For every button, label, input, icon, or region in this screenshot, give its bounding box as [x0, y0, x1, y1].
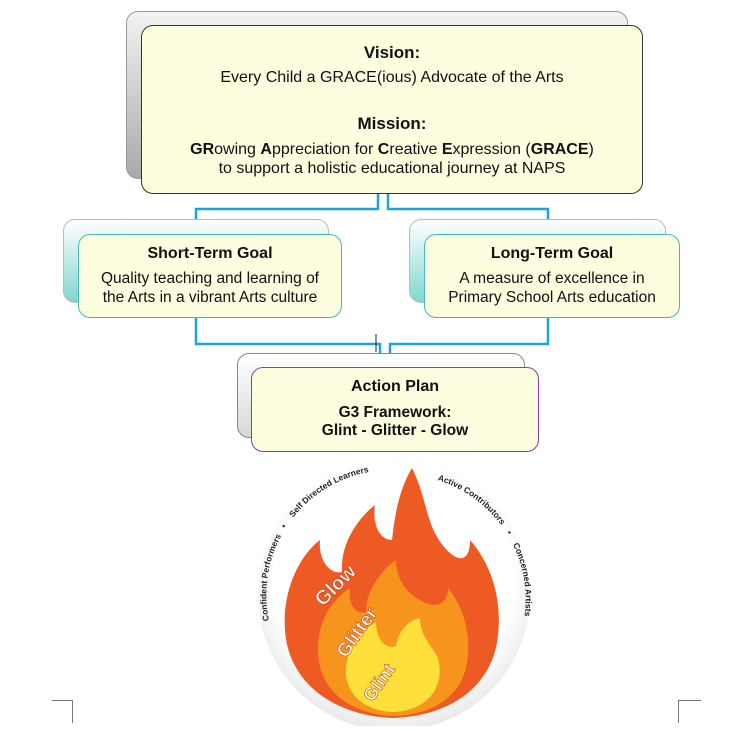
action-plan-heading: Action Plan [350, 378, 439, 395]
long-term-goal-card: Long-Term Goal A measure of excellence i… [424, 234, 680, 318]
flame-inner [345, 618, 440, 712]
mission-line-1-segment: A [260, 141, 272, 158]
vision-text: Every Child a GRACE(ious) Advocate of th… [220, 69, 564, 86]
mission-line-1-segment: C [377, 141, 390, 158]
action-plan-line-1: G3 Framework: [338, 404, 452, 421]
mission-line-1-segment: ppreciation for [271, 141, 378, 158]
mission-line-1-segment: GRACE [530, 141, 589, 158]
action-plan-line-2: Glint - Glitter - Glow [321, 422, 469, 439]
short-term-heading: Short-Term Goal [147, 245, 273, 262]
short-term-goal-card: Short-Term Goal Quality teaching and lea… [78, 234, 342, 318]
mission-line-2: to support a holistic educational journe… [218, 160, 566, 177]
mission-heading: Mission: [357, 114, 427, 133]
action-plan-card: Action Plan G3 Framework: Glint - Glitte… [251, 367, 539, 452]
page-corner-right [678, 700, 701, 723]
short-term-line-2: the Arts in a vibrant Arts culture [102, 289, 318, 306]
ring-separator-left: • [279, 522, 289, 530]
flame-emblem: Glow Glitter Glint Confident Performers … [258, 459, 534, 726]
mission-line-1: GRowing Appreciation for Creative Expres… [142, 141, 642, 159]
mission-line-1-segment: GR [190, 141, 215, 158]
mission-line-1-segment: owing [214, 141, 261, 158]
vision-heading: Vision: [363, 43, 421, 62]
long-term-line-2: Primary School Arts education [448, 289, 656, 306]
mission-line-1-segment: E [441, 141, 453, 158]
page-corner-left [52, 700, 73, 723]
vision-mission-card: Vision: Every Child a GRACE(ious) Advoca… [141, 25, 643, 194]
mission-line-1-segment: xpression ( [452, 141, 531, 158]
mission-line-1-segment: reative [389, 141, 442, 158]
ring-separator-right: • [505, 528, 515, 536]
long-term-line-1: A measure of excellence in [459, 270, 645, 287]
mission-line-1-segment: ) [588, 141, 594, 158]
long-term-heading: Long-Term Goal [490, 245, 614, 262]
short-term-line-1: Quality teaching and learning of [100, 270, 319, 287]
